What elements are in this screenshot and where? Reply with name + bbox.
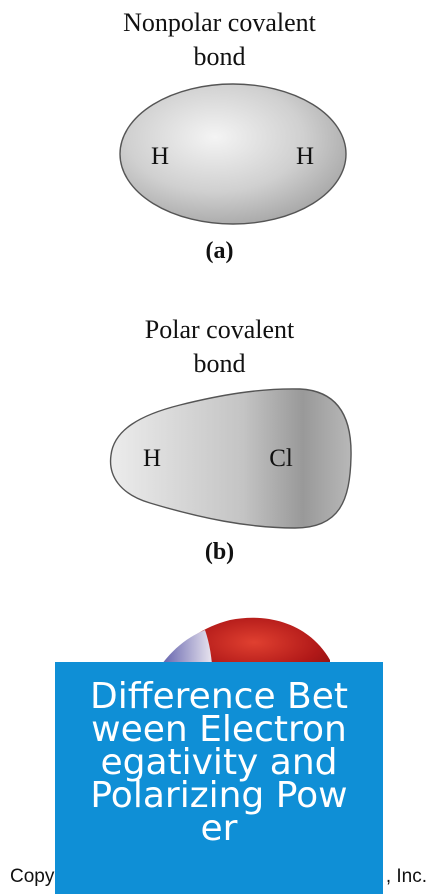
copyright-right-fragment: , Inc. — [385, 866, 427, 887]
panel-a-label: (a) — [205, 238, 234, 264]
panel-b-atom-right: Cl — [269, 445, 293, 472]
panel-a-title-line2: bond — [193, 42, 246, 71]
copyright-left-fragment: Copy — [10, 866, 55, 887]
panel-a-title: Nonpolar covalent bond — [0, 6, 439, 74]
panel-a-atom-left: H — [151, 143, 169, 170]
panel-b-atom-left: H — [143, 445, 161, 472]
panel-b-title-line1: Polar covalent — [144, 315, 295, 344]
polar-electron-cloud — [109, 388, 352, 529]
panel-a-title-line1: Nonpolar covalent — [123, 8, 316, 37]
banner-title: Difference Between Electronegativity and… — [90, 676, 348, 849]
panel-b-label: (b) — [204, 539, 235, 565]
panel-b-title: Polar covalent bond — [0, 313, 439, 381]
nonpolar-electron-cloud — [119, 83, 347, 225]
title-banner: Difference Between Electronegativity and… — [55, 662, 383, 894]
panel-b-title-line2: bond — [193, 349, 246, 378]
panel-a-atom-right: H — [296, 143, 314, 170]
